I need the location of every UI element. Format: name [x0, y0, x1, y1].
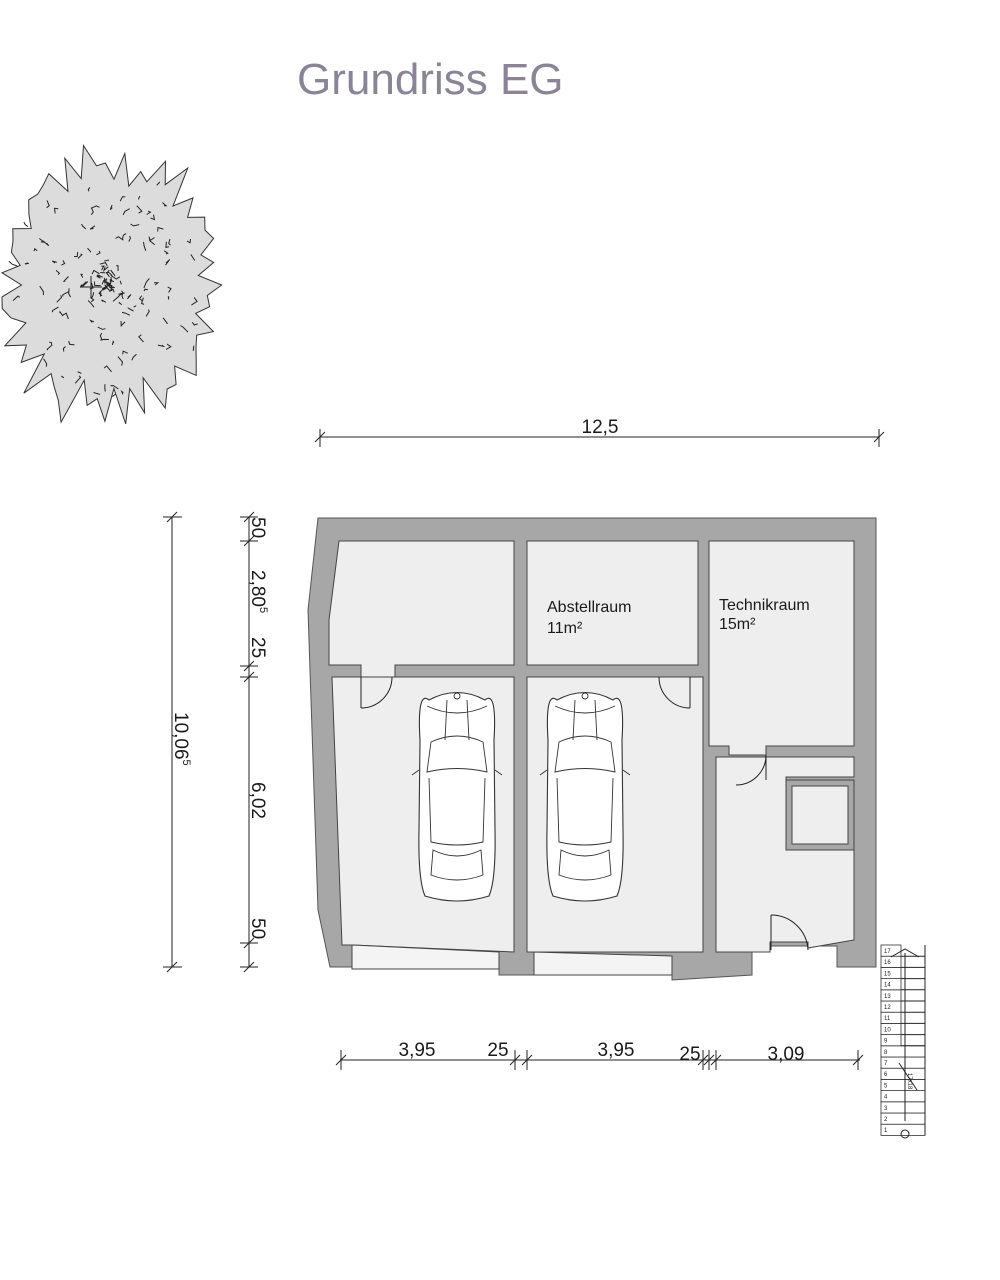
stair-step-number: 16 — [884, 960, 891, 966]
car-icon-right — [539, 691, 631, 902]
dimension-label: 50 — [247, 517, 268, 538]
stair-step-number: 14 — [884, 983, 891, 989]
dimension-label: 10,065 — [170, 712, 192, 766]
dimension-label: 3,09 — [768, 1044, 805, 1065]
stair-step-number: 11 — [884, 1016, 891, 1022]
stair-step-number: 8 — [884, 1050, 888, 1056]
dimension-label: 2,805 — [247, 570, 269, 613]
stair-step-number: 17 — [884, 949, 891, 955]
stair-step — [880, 1112, 926, 1125]
room-name-abstellraum: Abstellraum — [547, 599, 631, 616]
dimension-overall-width: 12,5 — [314, 417, 885, 447]
shaft — [785, 779, 855, 851]
stair-step — [880, 1079, 926, 1092]
stair-step-number: 6 — [884, 1072, 888, 1078]
stair-note: 17x18 — [906, 1073, 912, 1090]
stair-step — [880, 1090, 926, 1103]
stair-step-number: 15 — [884, 971, 891, 977]
car-icon-left — [411, 691, 503, 902]
dimension-label: 25 — [247, 637, 268, 658]
room-technikraum — [708, 540, 855, 756]
dimension-chain-vertical: 50 2,805 25 6,02 50 — [240, 511, 269, 973]
dimension-label: 25 — [487, 1040, 508, 1061]
dimension-label: 12,5 — [582, 417, 619, 438]
stair-step-number: 7 — [884, 1061, 888, 1067]
stair-step-number: 1 — [884, 1128, 888, 1134]
stair-step — [880, 1123, 926, 1136]
dimension-label: 6,02 — [247, 782, 268, 819]
garage-door-left — [351, 944, 500, 970]
garage-door-right — [533, 951, 673, 976]
room-area-abstellraum: 11m² — [547, 620, 583, 637]
stair-step-number: 5 — [884, 1083, 888, 1089]
dimension-chain-horizontal: 3,95 25 3,95 25 3,09 — [335, 1040, 864, 1070]
door-storage-left — [360, 676, 393, 709]
tree-icon — [0, 143, 223, 425]
stair-step-number: 4 — [884, 1095, 888, 1101]
dimension-label: 3,95 — [598, 1040, 635, 1061]
room-name-technikraum: Technikraum — [719, 597, 810, 614]
stair-step — [880, 1101, 926, 1114]
stair-step — [880, 1056, 926, 1069]
dimension-label: 3,95 — [399, 1040, 436, 1061]
stair-step-number: 13 — [884, 994, 891, 1000]
dimension-overall-depth: 10,065 — [163, 511, 192, 973]
dimension-label: 50 — [247, 918, 268, 939]
stair-step-number: 10 — [884, 1027, 891, 1033]
dimension-label: 25 — [679, 1044, 700, 1065]
room-storage-left — [328, 540, 515, 678]
stair-step — [880, 944, 902, 957]
room-area-technikraum: 15m² — [719, 616, 756, 633]
door-technikraum — [735, 754, 767, 786]
stair-step-number: 2 — [884, 1117, 888, 1123]
door-abstellraum — [658, 676, 691, 709]
stair-step — [880, 1045, 926, 1058]
page-title: Grundriss EG — [297, 55, 564, 104]
stair-step-number: 3 — [884, 1106, 888, 1112]
stair-step-number: 9 — [884, 1039, 888, 1045]
room-corridor — [715, 756, 855, 953]
door-entrance — [770, 914, 809, 951]
room-abstellraum — [526, 540, 699, 666]
stair-step-number: 12 — [884, 1005, 891, 1011]
